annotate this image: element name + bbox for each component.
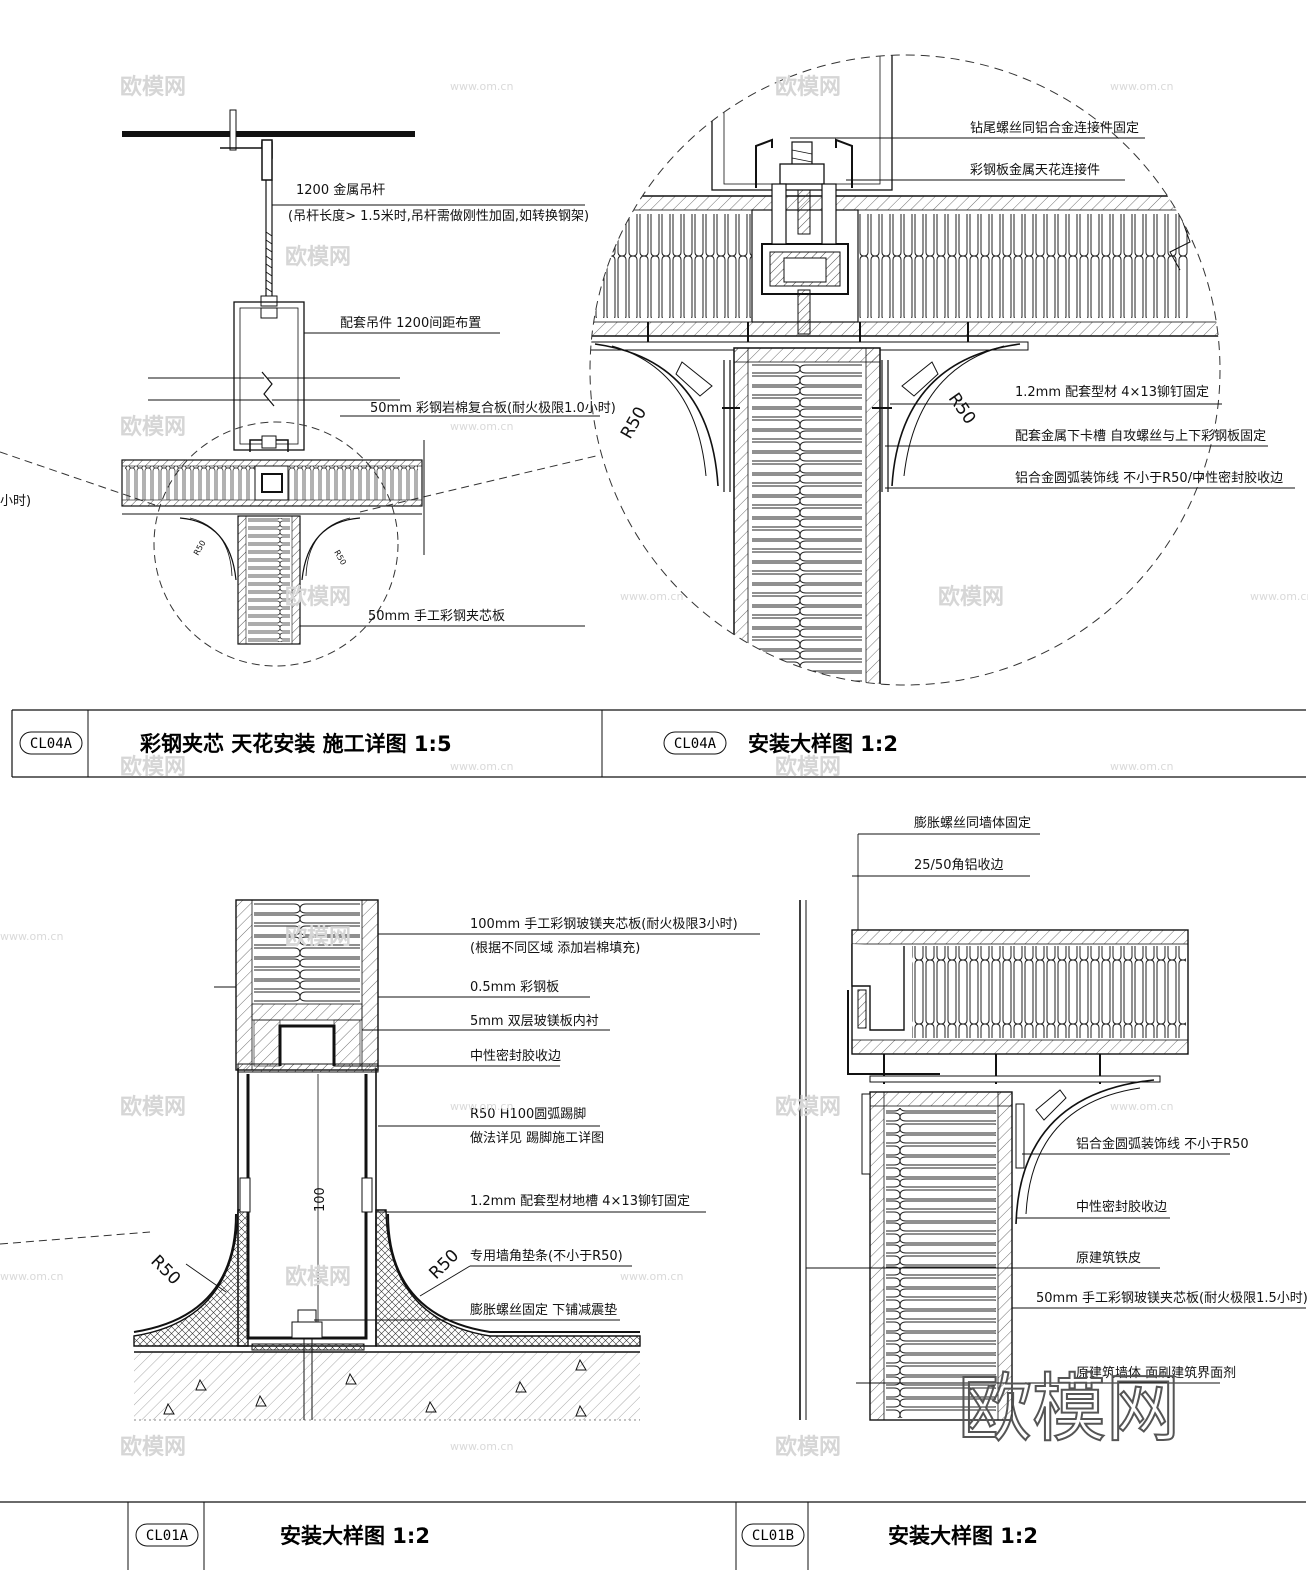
label-sealant: 中性密封胶收边 [470, 1048, 561, 1064]
r50-label-small-right: R50 [332, 549, 348, 567]
tag-top-right: CL04A [674, 736, 717, 752]
label-50mm-panel: 50mm 手工彩钢玻镁夹芯板(耐火极限1.5小时) [1036, 1291, 1308, 1306]
title-bar-bottom: CL01A 安装大样图 1:2 CL01B 安装大样图 1:2 [0, 1501, 1306, 1570]
watermark-brand: 欧模网 [120, 1094, 186, 1120]
label-original-sheet: 原建筑铁皮 [1076, 1250, 1141, 1266]
label-arc-trim: 铝合金圆弧装饰线 不小于R50/中性密封胶收边 [1015, 470, 1283, 486]
wall-detail-drawing: 膨胀螺丝同墙体固定 25/50角铝收边 铝合金圆弧装饰线 不小于R50 中性密封… [799, 816, 1308, 1421]
title-bar-top: CL04A 彩钢夹芯 天花安装 施工详图 1:5 CL04A 安装大样图 1:2 [11, 709, 1306, 778]
watermark-url: www.om.cn [450, 1440, 513, 1453]
label-skirting-note: 做法详见 踢脚施工详图 [470, 1130, 604, 1146]
label-sealant-wall: 中性密封胶收边 [1076, 1199, 1167, 1215]
watermark-brand: 欧模网 [120, 754, 186, 780]
label-corner-strip: 专用墙角垫条(不小于R50) [470, 1248, 623, 1264]
watermark-url: www.om.cn [1110, 1100, 1173, 1113]
watermark-brand: 欧模网 [285, 1264, 351, 1290]
ceiling-section-drawing: R50 R50 1200 金属吊杆 (吊杆长度> 1.5米时,吊杆需做刚性加固,… [0, 109, 616, 667]
label-wall-panel: 50mm 手工彩钢夹芯板 [368, 609, 505, 624]
watermark-brand-large: 欧模网 [958, 1366, 1180, 1452]
watermark-brand: 欧模网 [775, 754, 841, 780]
label-skirting: R50 H100圆弧踢脚 [470, 1106, 586, 1122]
watermark-brand: 欧模网 [285, 244, 351, 270]
floor-detail-drawing: 100 R50 R50 [0, 899, 760, 1421]
watermark-brand: 欧模网 [775, 74, 841, 100]
title-top-right: 安装大样图 1:2 [748, 732, 898, 756]
label-ceiling-connector: 彩钢板金属天花连接件 [970, 162, 1100, 178]
watermarks: 欧模网 www.om.cn 欧模网 www.om.cn 欧模网 欧模网 www.… [0, 74, 1308, 1460]
watermark-url: www.om.cn [620, 1270, 683, 1283]
label-angle-trim: 25/50角铝收边 [914, 858, 1003, 873]
label-100mm-panel: 100mm 手工彩钢玻镁夹芯板(耐火极限3小时) [470, 917, 738, 932]
label-floor-channel: 1.2mm 配套型材地槽 4×13铆钉固定 [470, 1193, 690, 1209]
label-drill-screw: 钻尾螺丝同铝合金连接件固定 [970, 120, 1139, 136]
label-anchor-bolt: 膨胀螺丝固定 下铺减震垫 [470, 1302, 617, 1318]
watermark-brand: 欧模网 [285, 924, 351, 950]
label-lower-clip: 配套金属下卡槽 自攻螺丝与上下彩钢板固定 [1015, 428, 1266, 444]
watermark-url: www.om.cn [450, 420, 513, 433]
watermark-brand: 欧模网 [285, 584, 351, 610]
watermark-brand: 欧模网 [938, 584, 1004, 610]
r50-floor-left: R50 [146, 1251, 184, 1289]
dim-100: 100 [313, 1187, 328, 1212]
label-cut-text: 小时) [0, 494, 31, 509]
label-steel-sheet: 0.5mm 彩钢板 [470, 980, 559, 995]
label-arc-trim-wall: 铝合金圆弧装饰线 不小于R50 [1076, 1136, 1249, 1152]
watermark-brand: 欧模网 [775, 1434, 841, 1460]
label-100mm-panel-note: (根据不同区域 添加岩棉填充) [470, 940, 640, 956]
label-rod: 1200 金属吊杆 [296, 182, 385, 198]
label-mgo-liner: 5mm 双层玻镁板内衬 [470, 1013, 599, 1029]
tag-bottom-left: CL01A [146, 1528, 189, 1544]
title-top-left: 彩钢夹芯 天花安装 施工详图 1:5 [139, 732, 452, 756]
watermark-url: www.om.cn [450, 1100, 513, 1113]
watermark-brand: 欧模网 [120, 414, 186, 440]
r50-label-right: R50 [944, 389, 980, 428]
watermark-url: www.om.cn [1110, 760, 1173, 773]
label-original-wall: 原建筑墙体 面刷建筑界面剂 [1076, 1365, 1236, 1381]
watermark-url: www.om.cn [450, 760, 513, 773]
watermark-brand: 欧模网 [120, 1434, 186, 1460]
r50-label-small: R50 [192, 539, 208, 557]
watermark-url: www.om.cn [450, 80, 513, 93]
label-rod-note: (吊杆长度> 1.5米时,吊杆需做刚性加固,如转换钢架) [288, 208, 589, 224]
r50-label-left: R50 [617, 404, 651, 443]
tag-top-left: CL04A [30, 736, 73, 752]
tag-bottom-right: CL01B [752, 1528, 794, 1544]
watermark-url: www.om.cn [620, 590, 683, 603]
watermark-brand: 欧模网 [775, 1094, 841, 1120]
label-expansion-bolt: 膨胀螺丝同墙体固定 [914, 816, 1031, 831]
label-hanger: 配套吊件 1200间距布置 [340, 315, 481, 331]
r50-floor-right: R50 [425, 1246, 463, 1284]
watermark-url: www.om.cn [1250, 590, 1308, 603]
title-bottom-right: 安装大样图 1:2 [888, 1524, 1038, 1548]
watermark-url: www.om.cn [1110, 80, 1173, 93]
watermark-url: www.om.cn [0, 930, 63, 943]
label-ceiling-panel: 50mm 彩钢岩棉复合板(耐火极限1.0小时) [370, 401, 616, 416]
watermark-url: www.om.cn [0, 1270, 63, 1283]
watermark-brand: 欧模网 [120, 74, 186, 100]
label-profile-rivet: 1.2mm 配套型材 4×13铆钉固定 [1015, 384, 1209, 400]
title-bottom-left: 安装大样图 1:2 [280, 1524, 430, 1548]
